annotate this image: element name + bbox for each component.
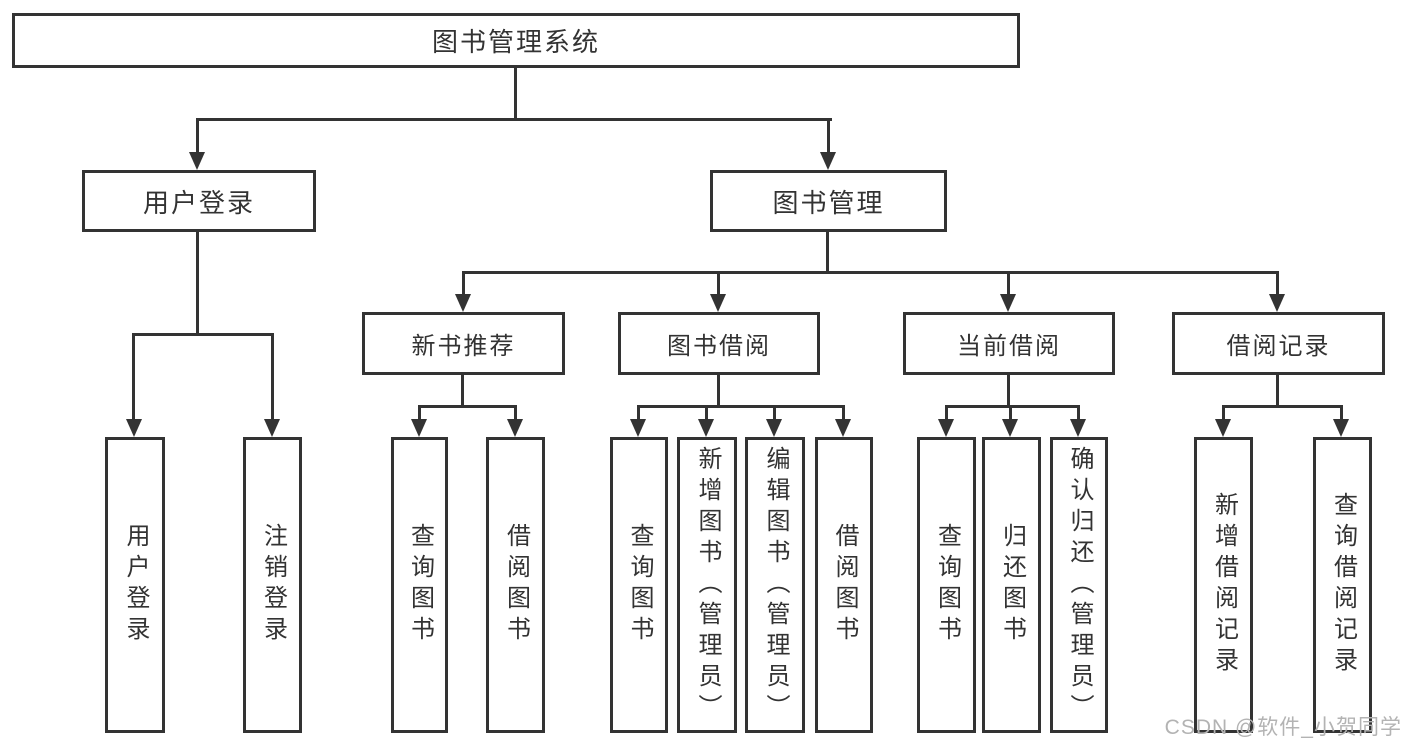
connector-drop-leaf (514, 405, 517, 423)
connector-current-rail (945, 405, 1080, 408)
connector-drop-leaf (705, 405, 708, 423)
leaf-query-borrow-record: 查询借阅记录 (1313, 437, 1372, 733)
connector-drop-book-management (827, 118, 830, 156)
connector-drop-user-login (196, 118, 199, 156)
arrowhead-down-icon (411, 419, 427, 437)
connector-drop-leaf (1340, 405, 1343, 423)
connector-borrow-trunk (717, 375, 720, 407)
connector-borrow-rail (637, 405, 845, 408)
leaf-label: 查询图书 (933, 523, 961, 647)
leaf-add-borrow-record: 新增借阅记录 (1194, 437, 1253, 733)
arrowhead-down-icon (1000, 294, 1016, 312)
connector-drop-leaf (418, 405, 421, 423)
connector-book-management-trunk (826, 232, 829, 273)
csdn-watermark: CSDN @软件_小贺同学 (1164, 716, 1402, 739)
connector-drop-leaf (773, 405, 776, 423)
node-user-login: 用户登录 (82, 170, 316, 232)
connector-drop-current-borrow (1007, 271, 1010, 298)
connector-user-login-trunk (196, 232, 199, 335)
leaf-label: 新增图书（管理员） (694, 445, 721, 725)
node-label: 用户登录 (142, 187, 255, 218)
connector-recommend-trunk (461, 375, 464, 407)
leaf-edit-books-admin: 编辑图书（管理员） (745, 437, 805, 733)
leaf-label: 查询图书 (626, 523, 653, 647)
arrowhead-down-icon (835, 419, 851, 437)
node-label: 图书借阅 (667, 333, 771, 360)
node-current-borrow: 当前借阅 (903, 312, 1115, 375)
connector-user-login-rail (132, 333, 274, 336)
arrowhead-down-icon (766, 419, 782, 437)
node-label: 图书管理 (772, 187, 885, 218)
leaf-label: 注销登录 (259, 523, 287, 647)
arrowhead-down-icon (710, 294, 726, 312)
connector-drop-leaf (1077, 405, 1080, 423)
arrowhead-down-icon (1215, 419, 1231, 437)
arrowhead-down-icon (820, 152, 836, 170)
leaf-label: 用户登录 (122, 523, 149, 647)
leaf-borrow-books-recommend: 借阅图书 (486, 437, 545, 733)
connector-drop-borrow-records (1276, 271, 1279, 298)
leaf-confirm-return-admin: 确认归还（管理员） (1050, 437, 1108, 733)
arrowhead-down-icon (698, 419, 714, 437)
node-new-book-recommend: 新书推荐 (362, 312, 565, 375)
node-label: 图书管理系统 (431, 27, 600, 57)
connector-root-trunk (514, 68, 517, 120)
connector-drop-leaf (132, 333, 135, 423)
connector-drop-leaf (271, 333, 274, 423)
connector-level2-rail (197, 118, 832, 121)
arrowhead-down-icon (1269, 294, 1285, 312)
arrowhead-down-icon (126, 419, 142, 437)
connector-drop-leaf (1009, 405, 1012, 423)
leaf-query-books-current: 查询图书 (917, 437, 976, 733)
leaf-add-books-admin: 新增图书（管理员） (677, 437, 737, 733)
leaf-borrow-books: 借阅图书 (815, 437, 873, 733)
leaf-label: 查询借阅记录 (1329, 492, 1357, 678)
connector-current-trunk (1007, 375, 1010, 407)
leaf-query-books-recommend: 查询图书 (391, 437, 448, 733)
node-borrow-records: 借阅记录 (1172, 312, 1385, 375)
node-library-system: 图书管理系统 (12, 13, 1020, 68)
connector-drop-book-borrow (717, 271, 720, 298)
node-label: 借阅记录 (1226, 333, 1331, 360)
connector-drop-leaf (945, 405, 948, 423)
node-book-borrow: 图书借阅 (618, 312, 820, 375)
connector-records-trunk (1276, 375, 1279, 407)
leaf-label: 查询图书 (406, 523, 434, 647)
arrowhead-down-icon (938, 419, 954, 437)
arrowhead-down-icon (630, 419, 646, 437)
connector-recommend-rail (418, 405, 517, 408)
leaf-label: 归还图书 (998, 523, 1026, 647)
leaf-label: 编辑图书（管理员） (762, 445, 789, 725)
arrowhead-down-icon (1070, 419, 1086, 437)
arrowhead-down-icon (1333, 419, 1349, 437)
node-book-management: 图书管理 (710, 170, 947, 232)
leaf-label: 借阅图书 (502, 523, 530, 647)
arrowhead-down-icon (507, 419, 523, 437)
connector-level3-rail (462, 271, 1279, 274)
arrowhead-down-icon (264, 419, 280, 437)
arrowhead-down-icon (189, 152, 205, 170)
connector-drop-leaf (1222, 405, 1225, 423)
leaf-label: 确认归还（管理员） (1066, 445, 1093, 725)
leaf-logout: 注销登录 (243, 437, 302, 733)
connector-drop-new-book (462, 271, 465, 298)
arrowhead-down-icon (1002, 419, 1018, 437)
leaf-user-login: 用户登录 (105, 437, 165, 733)
leaf-label: 新增借阅记录 (1210, 492, 1238, 678)
leaf-return-books: 归还图书 (982, 437, 1041, 733)
node-label: 当前借阅 (957, 333, 1061, 360)
connector-records-rail (1222, 405, 1343, 408)
node-label: 新书推荐 (411, 333, 516, 360)
connector-drop-leaf (842, 405, 845, 423)
arrowhead-down-icon (455, 294, 471, 312)
leaf-query-books-borrow: 查询图书 (610, 437, 668, 733)
connector-drop-leaf (637, 405, 640, 423)
leaf-label: 借阅图书 (831, 523, 858, 647)
